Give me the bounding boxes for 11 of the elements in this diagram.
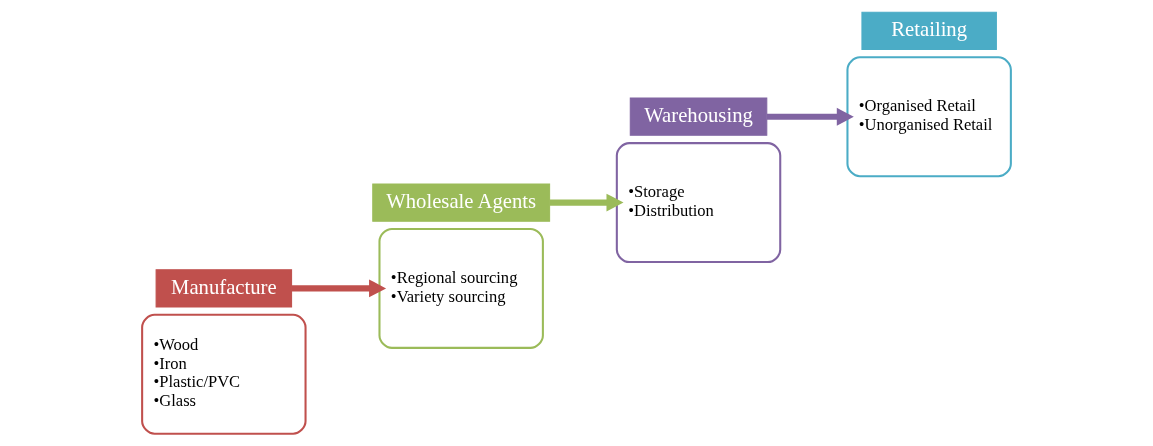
node-box: Warehousing: [629, 97, 768, 136]
arrow: [549, 193, 624, 212]
node-box: •Storage •Distribution: [615, 142, 782, 264]
node-box: •Regional sourcing •Variety sourcing: [378, 227, 544, 349]
arrow: [766, 107, 854, 126]
node-box: Wholesale Agents: [372, 183, 551, 222]
node-box: Manufacture: [155, 269, 293, 308]
node-box: •Organised Retail •Unorganised Retail: [846, 56, 1012, 178]
node-box: •Wood •Iron •Plastic/PVC •Glass: [141, 313, 307, 435]
node-box: Retailing: [861, 11, 997, 51]
arrow: [291, 279, 387, 298]
